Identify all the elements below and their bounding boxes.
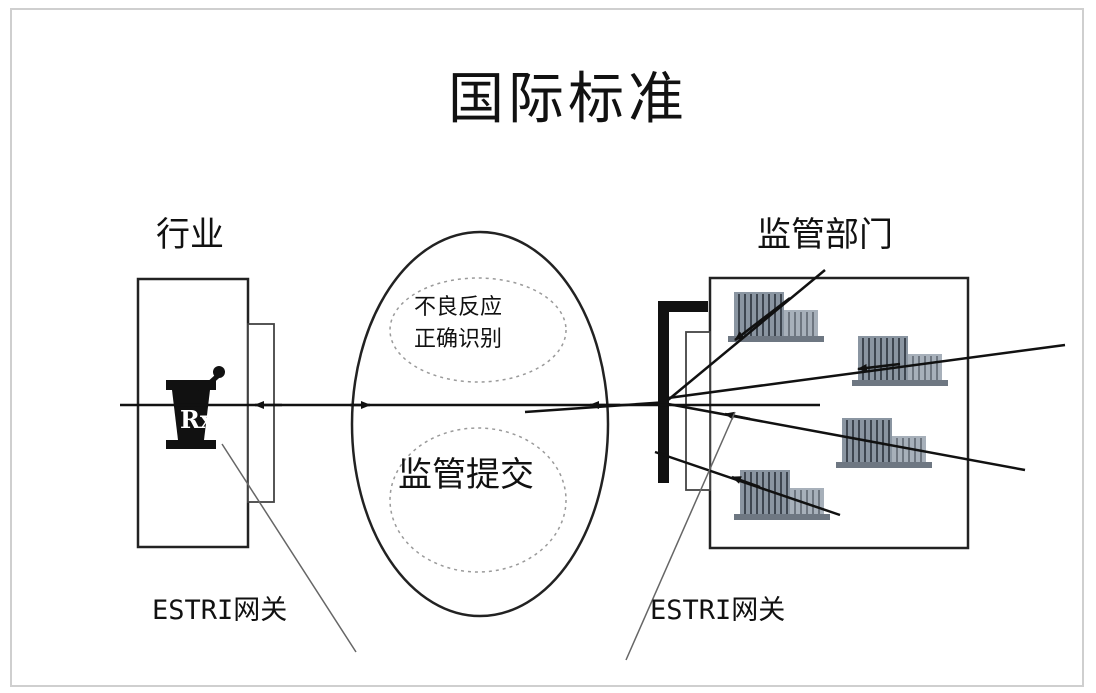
adverse-event-area (389, 277, 567, 383)
adverse-event-label: 不良反应 正确识别 (414, 292, 502, 356)
industry-box (136, 277, 275, 549)
rx-mortar-pestle-icon: Rx (166, 366, 225, 449)
adverse-event-line-1: 不良反应 (414, 295, 503, 320)
diagram-frame (10, 8, 1084, 687)
industry-label: 行业 (156, 215, 224, 255)
adverse-event-line-2: 正确识别 (414, 327, 503, 352)
exchange-ellipse (350, 230, 610, 618)
flow-lines (120, 269, 1066, 517)
estri-gateway-left-label: ESTRI网关 (152, 595, 288, 626)
submission-area (389, 427, 567, 573)
gateway-pointers (221, 411, 736, 661)
submission-label: 监管提交 (398, 455, 534, 495)
regulator-label: 监管部门 (757, 215, 893, 255)
estri-gateway-right-label: ESTRI网关 (650, 595, 786, 626)
svg-text:Rx: Rx (180, 405, 215, 434)
diagram-title: 国际标准 (448, 67, 688, 132)
